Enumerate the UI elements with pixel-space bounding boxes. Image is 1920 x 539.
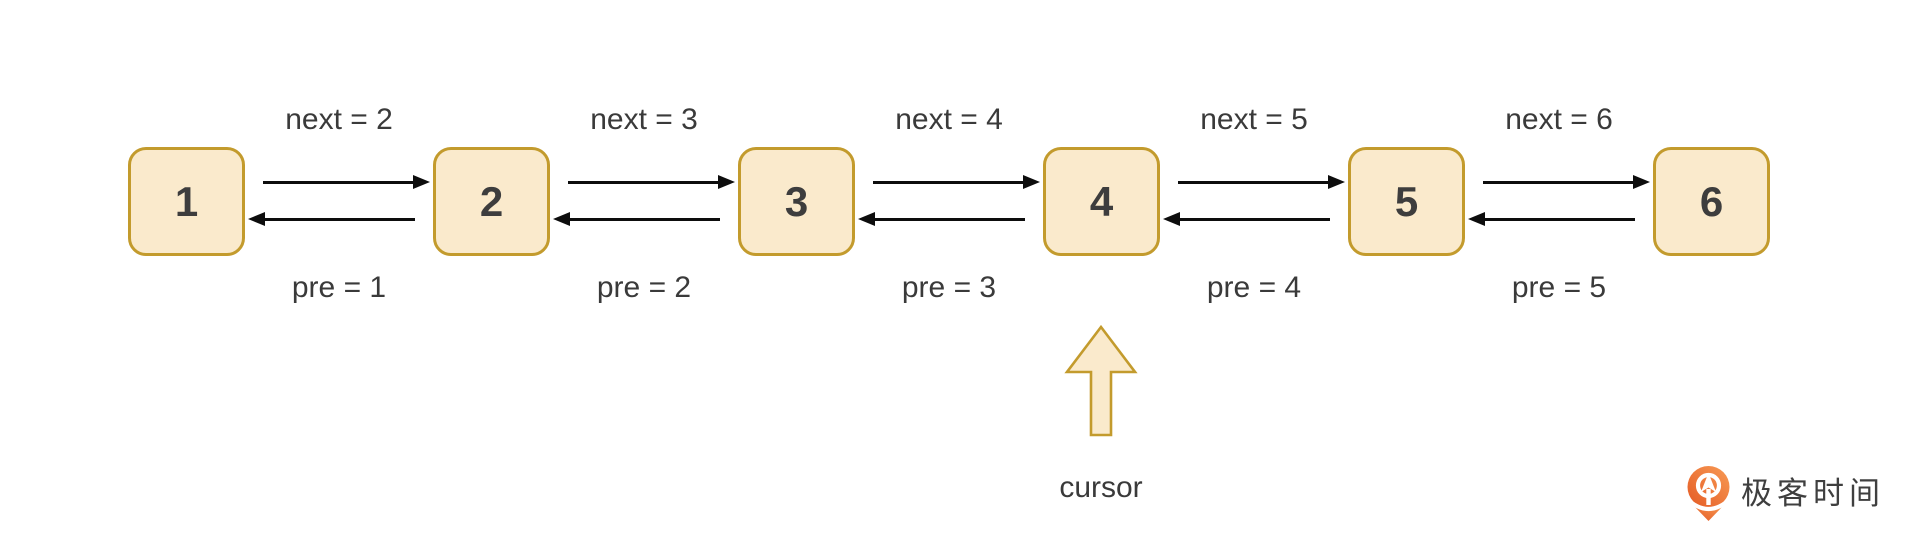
pre-label: pre = 3 (901, 271, 997, 304)
next-label: next = 5 (1200, 103, 1308, 136)
list-node-1: 1 (128, 147, 245, 256)
node-value: 5 (1394, 177, 1419, 225)
pre-label: pre = 5 (1511, 271, 1607, 304)
next-label: next = 3 (590, 103, 698, 136)
next-label: next = 4 (895, 103, 1003, 136)
link-2-3: next = 3 pre = 2 (550, 95, 738, 325)
pre-arrow-icon (858, 212, 1025, 226)
node-value: 1 (174, 177, 199, 225)
link-4-5: next = 5 pre = 4 (1160, 95, 1348, 325)
cursor-up-arrow-icon (1064, 324, 1138, 437)
link-5-6: next = 6 pre = 5 (1465, 95, 1653, 325)
list-node-2: 2 (433, 147, 550, 256)
node-value: 4 (1089, 177, 1114, 225)
pre-label: pre = 4 (1206, 271, 1302, 304)
node-value: 6 (1699, 177, 1724, 225)
link-3-4: next = 4 pre = 3 (855, 95, 1043, 325)
next-arrow-icon (1483, 175, 1650, 189)
pre-label: pre = 1 (291, 271, 387, 304)
pre-label: pre = 2 (596, 271, 692, 304)
next-arrow-icon (568, 175, 735, 189)
next-label: next = 6 (1505, 103, 1613, 136)
list-node-3: 3 (738, 147, 855, 256)
list-node-5: 5 (1348, 147, 1465, 256)
geektime-logo-icon (1685, 466, 1732, 521)
link-1-2: next = 2 pre = 1 (245, 95, 433, 325)
cursor-label: cursor (1059, 471, 1143, 504)
next-arrow-icon (263, 175, 430, 189)
pre-arrow-icon (248, 212, 415, 226)
next-arrow-icon (1178, 175, 1345, 189)
pre-arrow-icon (1163, 212, 1330, 226)
node-value: 3 (784, 177, 809, 225)
pre-arrow-icon (1468, 212, 1635, 226)
geektime-logo-text: 极客时间 (1741, 476, 1885, 511)
list-node-6: 6 (1653, 147, 1770, 256)
pre-arrow-icon (553, 212, 720, 226)
node-value: 2 (479, 177, 504, 225)
list-node-4: 4 (1043, 147, 1160, 256)
next-label: next = 2 (285, 103, 393, 136)
next-arrow-icon (873, 175, 1040, 189)
geektime-logo: 极客时间 (1685, 465, 1885, 523)
